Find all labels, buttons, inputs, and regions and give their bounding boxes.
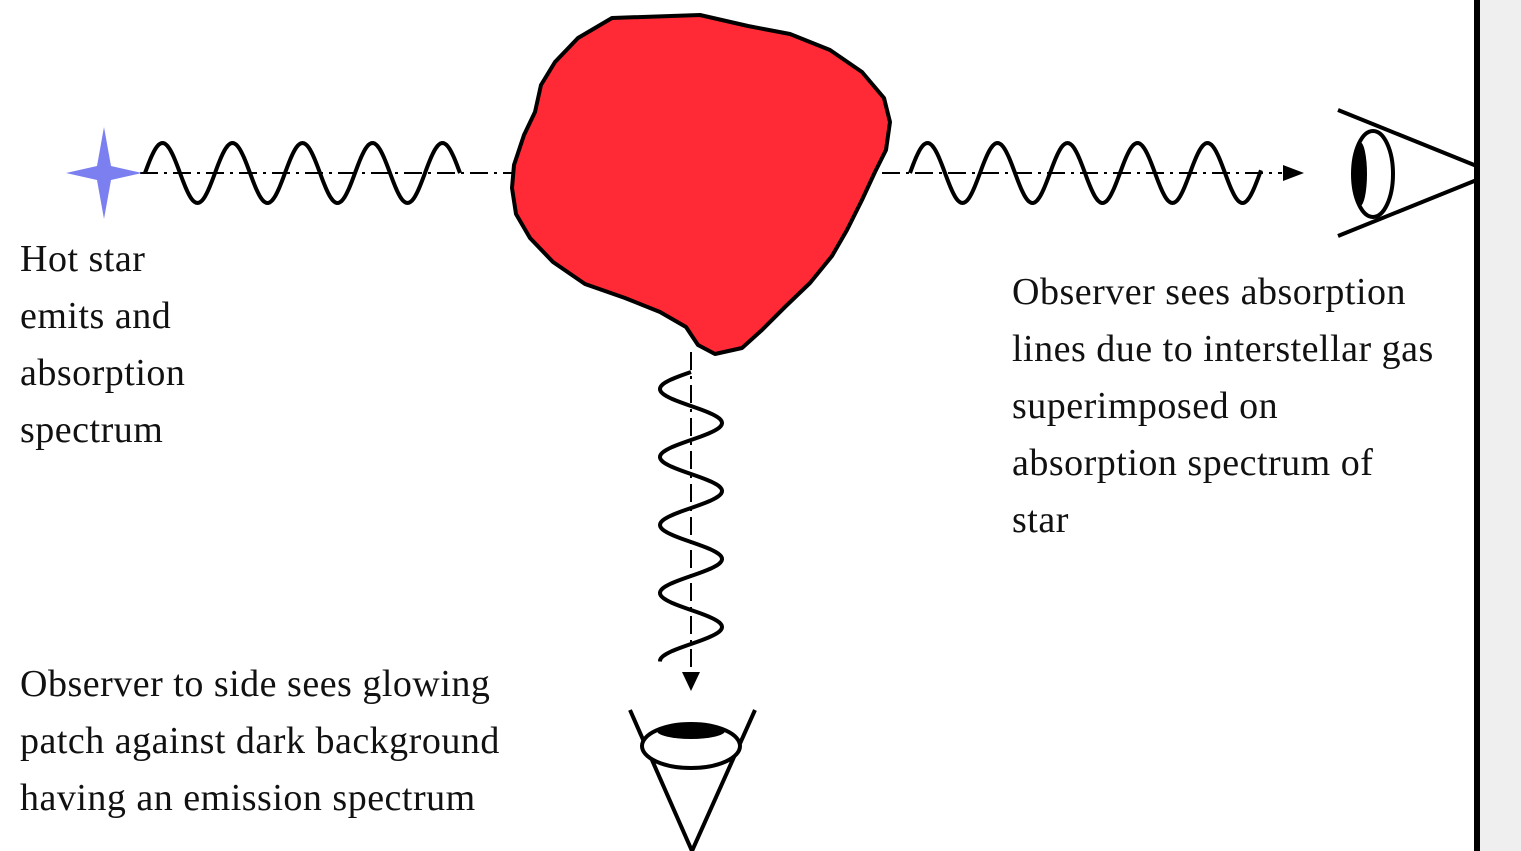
arrowhead-down — [682, 672, 700, 691]
label-line: Observer to side sees glowing — [20, 656, 500, 713]
label-line: having an emission spectrum — [20, 770, 500, 827]
label-line: absorption spectrum of — [1012, 435, 1434, 492]
eye-icon — [1338, 110, 1494, 236]
label-line: absorption — [20, 345, 185, 402]
gas-cloud — [512, 15, 890, 354]
page-edge — [1474, 0, 1521, 851]
label-line: Hot star — [20, 231, 185, 288]
eye-icon — [630, 710, 755, 851]
hot-star-label: Hot star emits and absorption spectrum — [20, 231, 185, 459]
four-point-star-icon — [66, 127, 142, 219]
observer-side-label: Observer to side sees glowing patch agai… — [20, 656, 500, 827]
observer-line-of-sight-label: Observer sees absorption lines due to in… — [1012, 264, 1434, 549]
arrowhead-right — [1283, 165, 1304, 181]
label-line: emits and — [20, 288, 185, 345]
label-line: star — [1012, 492, 1434, 549]
label-line: superimposed on — [1012, 378, 1434, 435]
label-line: patch against dark background — [20, 713, 500, 770]
label-line: lines due to interstellar gas — [1012, 321, 1434, 378]
label-line: Observer sees absorption — [1012, 264, 1434, 321]
label-line: spectrum — [20, 402, 185, 459]
